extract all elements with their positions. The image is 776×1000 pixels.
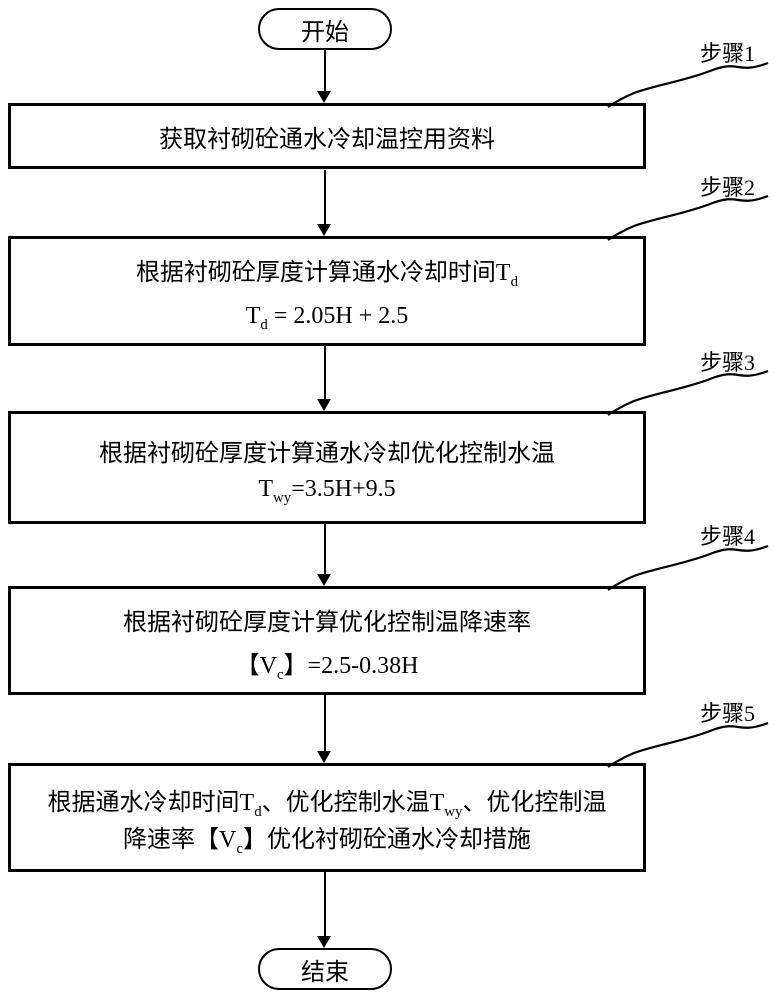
start-label: 开始	[301, 19, 349, 46]
step-label-2: 步骤2	[700, 175, 756, 200]
flow-arrow-5	[324, 695, 326, 752]
end-label: 结束	[301, 959, 349, 986]
flow-arrow-3-head	[317, 399, 331, 411]
leader-line-3	[607, 369, 769, 416]
step-label-5: 步骤5	[700, 701, 756, 726]
step-label-3: 步骤3	[700, 350, 756, 375]
flow-arrow-4	[324, 524, 326, 575]
flow-arrow-3	[324, 346, 326, 400]
step-box-1-text: 获取衬砌砼通水冷却温控用资料	[159, 126, 495, 153]
flow-arrow-6	[324, 872, 326, 937]
step-box-1: 获取衬砌砼通水冷却温控用资料	[8, 103, 646, 169]
step-label-1: 步骤1	[700, 41, 756, 66]
step-box-4-text: 根据衬砌砼厚度计算优化控制温降速率【Vc】=2.5-0.38H	[123, 609, 531, 683]
step-box-5: 根据通水冷却时间Td、优化控制水温Twy、优化控制温降速率【Vc】优化衬砌砼通水…	[8, 763, 646, 872]
flow-arrow-6-head	[317, 936, 331, 948]
leader-line-1	[607, 61, 769, 108]
leader-line-5	[607, 721, 769, 768]
start-terminator: 开始	[258, 8, 392, 50]
flow-arrow-2-head	[317, 224, 331, 236]
step-label-4: 步骤4	[700, 524, 756, 549]
flow-arrow-1	[324, 50, 326, 92]
flow-arrow-4-head	[317, 574, 331, 586]
end-terminator: 结束	[258, 948, 392, 990]
flow-arrow-1-head	[317, 91, 331, 103]
flow-arrow-5-head	[317, 751, 331, 763]
step-box-5-text: 根据通水冷却时间Td、优化控制水温Twy、优化控制温降速率【Vc】优化衬砌砼通水…	[47, 789, 607, 857]
flow-arrow-2	[324, 170, 326, 225]
leader-line-2	[607, 194, 769, 241]
step-box-4: 根据衬砌砼厚度计算优化控制温降速率【Vc】=2.5-0.38H	[8, 586, 646, 695]
leader-line-4	[607, 544, 769, 591]
